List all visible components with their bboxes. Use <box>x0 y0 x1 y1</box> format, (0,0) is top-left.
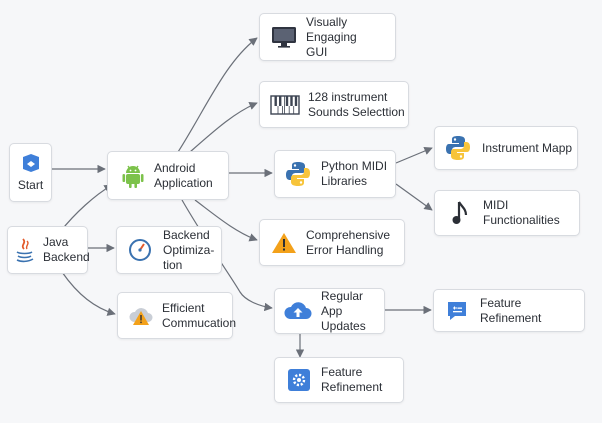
node-feature-refinement-right[interactable]: Feature Refinement <box>433 289 585 332</box>
monitor-icon <box>270 25 298 49</box>
edge-android-instruments <box>189 101 258 153</box>
node-start[interactable]: Start <box>9 143 52 202</box>
node-instrument-sounds-selection-label: 128 instrument Sounds Selecttion <box>308 89 405 119</box>
node-feature-refinement-right-label: Feature Refinement <box>480 295 542 325</box>
node-midi-functionalities[interactable]: MIDI Functionalities <box>434 190 580 236</box>
node-comprehensive-error-handling-label: Comprehensive Error Handling <box>306 227 391 257</box>
gcp-cube-icon <box>20 152 42 174</box>
edge-java-efficient <box>61 271 116 316</box>
python-logo-icon <box>443 134 473 162</box>
node-android-application-label: Android Application <box>154 160 213 190</box>
chat-bubble-icon <box>444 299 470 323</box>
music-note-icon <box>449 200 471 226</box>
node-efficient-communication-label: Efficient Commucation <box>162 300 237 330</box>
node-instrument-sounds-selection[interactable]: 128 instrument Sounds Selecttion <box>259 81 409 128</box>
node-java-backend[interactable]: Java Backend <box>7 226 90 274</box>
node-regular-app-updates-label: Regular App Updates <box>321 288 366 333</box>
node-android-application[interactable]: Android Application <box>107 151 229 200</box>
edge-android-gui <box>177 37 258 153</box>
warning-triangle-icon <box>270 231 298 255</box>
node-java-backend-label: Java Backend <box>43 235 90 264</box>
edge-python-map <box>395 147 433 164</box>
node-midi-functionalities-label: MIDI Functionalities <box>483 198 560 227</box>
python-logo-icon <box>283 160 313 188</box>
java-coffee-icon <box>13 237 37 263</box>
android-robot-icon <box>120 163 146 189</box>
gear-icon <box>287 368 311 392</box>
edge-java-android <box>59 184 113 233</box>
cloud-warning-icon <box>128 305 154 327</box>
node-feature-refinement-bottom-label: Feature Refinement <box>321 365 383 394</box>
node-backend-optimization-label: Backend Optimiza- tion <box>163 227 215 272</box>
node-comprehensive-error-handling[interactable]: Comprehensive Error Handling <box>259 219 405 266</box>
edge-python-midi <box>395 183 433 211</box>
node-instrument-mapp[interactable]: Instrument Mapp <box>434 126 578 170</box>
cloud-upload-icon <box>283 300 313 322</box>
node-python-midi-libraries-label: Python MIDI Libraries <box>321 159 388 188</box>
node-python-midi-libraries[interactable]: Python MIDI Libraries <box>274 150 396 198</box>
node-visually-engaging-gui-label: Visually Engaging GUI <box>306 14 357 59</box>
node-regular-app-updates[interactable]: Regular App Updates <box>274 288 385 334</box>
node-feature-refinement-bottom[interactable]: Feature Refinement <box>274 357 404 403</box>
node-instrument-mapp-label: Instrument Mapp <box>482 140 573 155</box>
node-efficient-communication[interactable]: Efficient Commucation <box>117 292 237 339</box>
node-backend-optimization[interactable]: Backend Optimiza- tion <box>116 226 222 274</box>
node-start-label: Start <box>17 178 44 192</box>
piano-keys-icon <box>270 94 300 115</box>
node-visually-engaging-gui[interactable]: Visually Engaging GUI <box>259 13 396 61</box>
speedometer-icon <box>127 238 153 262</box>
